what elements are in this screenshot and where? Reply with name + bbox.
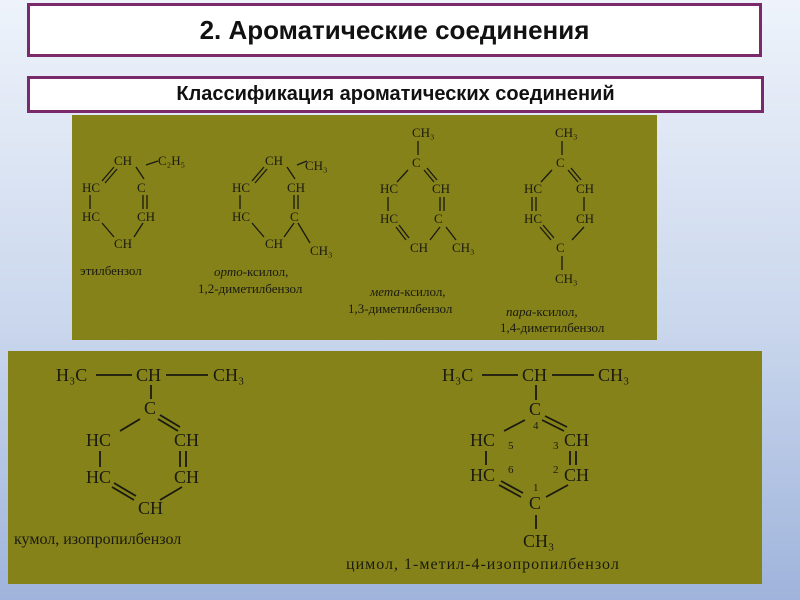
ortho-xylene-structure: CH CH₃ HC CH HC C CH CH₃ орто-ксилол, 1,… — [198, 153, 333, 296]
cymene-caption: цимол, 1-метил-4-изопропилбензол — [346, 556, 620, 573]
cymene-structure: H₃C CH CH₃ C 4 HC 5 3 CH HC 6 2 CH 1 C C… — [346, 365, 629, 573]
px-ch-upper: CH — [576, 181, 594, 196]
eb-c: C — [137, 180, 146, 195]
cumene-hc-upper: HC — [86, 430, 111, 450]
px-caption-line2: 1,4-диметилбензол — [500, 320, 605, 335]
cumene-ch3: CH₃ — [213, 365, 244, 385]
px-ch-lower: CH — [576, 211, 594, 226]
mx-ch3-bottom: CH₃ — [452, 240, 475, 255]
px-caption: пара-ксилол, — [506, 304, 578, 319]
ox-caption: орто-ксилол, — [214, 264, 288, 279]
meta-xylene-structure: CH₃ C HC CH HC C CH CH₃ мета-ксилол, 1,3… — [348, 125, 475, 316]
mx-caption: мета-ксилол, — [369, 284, 446, 299]
mx-hc-lower: HC — [380, 211, 398, 226]
slide-subtitle: Классификация ароматических соединений — [176, 83, 615, 105]
eb-caption: этилбензол — [80, 263, 142, 278]
eb-substituent: C₂H₅ — [158, 153, 185, 168]
px-c-bottom: C — [556, 240, 565, 255]
cumene-structure: H₃C CH CH₃ C HC CH HC CH CH кумол, изопр… — [14, 365, 244, 548]
top-structures-drawing: CH C₂H₅ HC C HC CH CH этилбензол CH CH₃ … — [80, 125, 605, 335]
ox-ch3-bottom: CH₃ — [310, 243, 333, 258]
eb-hc-lower: HC — [82, 209, 100, 224]
cymene-ch: CH — [522, 365, 547, 385]
cumene-caption: кумол, изопропилбензол — [14, 531, 181, 548]
mx-ch-bottom: CH — [410, 240, 428, 255]
cymene-num-3: 3 — [553, 440, 559, 452]
px-ch3-bottom: CH₃ — [555, 271, 578, 286]
eb-ch-top: CH — [114, 153, 132, 168]
para-xylene-structure: CH₃ C HC CH HC CH C CH₃ пара-ксилол, 1,4… — [500, 125, 605, 335]
mx-ch-upper: CH — [432, 181, 450, 196]
cymene-ch-upper: CH — [564, 430, 589, 450]
mx-ch3-top: CH₃ — [412, 125, 435, 140]
cymene-c-bottom: C — [529, 493, 541, 513]
top-structures-panel: CH C₂H₅ HC C HC CH CH этилбензол CH CH₃ … — [72, 115, 657, 340]
px-hc-lower: HC — [524, 211, 542, 226]
cumene-ch-upper: CH — [174, 430, 199, 450]
cymene-ch-lower: CH — [564, 465, 589, 485]
ox-ch-upper: CH — [287, 180, 305, 195]
cymene-num-2: 2 — [553, 464, 559, 476]
cymene-num-4: 4 — [533, 420, 539, 432]
cumene-hc-lower: HC — [86, 467, 111, 487]
cymene-ch3: CH₃ — [598, 365, 629, 385]
cymene-ch3-bottom: CH₃ — [523, 531, 554, 551]
cymene-h3c: H₃C — [442, 365, 473, 385]
ox-hc-lower: HC — [232, 209, 250, 224]
ethylbenzene-structure: CH C₂H₅ HC C HC CH CH этилбензол — [80, 153, 185, 278]
mx-c-top: C — [412, 155, 421, 170]
px-c-top: C — [556, 155, 565, 170]
title-box: 2. Ароматические соединения — [27, 3, 762, 57]
mx-caption-line2: 1,3-диметилбензол — [348, 301, 453, 316]
bottom-structures-panel: H₃C CH CH₃ C HC CH HC CH CH кумол, изопр… — [8, 351, 762, 584]
ox-ch3-top: CH₃ — [305, 158, 328, 173]
cymene-hc-lower: HC — [470, 465, 495, 485]
cumene-ch-bottom: CH — [138, 498, 163, 518]
ox-c: C — [290, 209, 299, 224]
bottom-structures-drawing: H₃C CH CH₃ C HC CH HC CH CH кумол, изопр… — [14, 365, 629, 573]
cumene-c-top: C — [144, 398, 156, 418]
ox-ch-top: CH — [265, 153, 283, 168]
ox-caption-line2: 1,2-диметилбензол — [198, 281, 303, 296]
px-hc-upper: HC — [524, 181, 542, 196]
px-ch3-top: CH₃ — [555, 125, 578, 140]
cumene-ch: CH — [136, 365, 161, 385]
mx-c-lower: C — [434, 211, 443, 226]
cumene-h3c: H₃C — [56, 365, 87, 385]
cymene-num-1: 1 — [533, 482, 539, 494]
mx-hc-upper: HC — [380, 181, 398, 196]
cymene-num-6: 6 — [508, 464, 514, 476]
eb-ch-right: CH — [137, 209, 155, 224]
subtitle-box: Классификация ароматических соединений — [27, 76, 764, 113]
cumene-ch-lower: CH — [174, 467, 199, 487]
cymene-num-5: 5 — [508, 440, 514, 452]
cymene-c-top: C — [529, 399, 541, 419]
slide-title: 2. Ароматические соединения — [199, 14, 590, 45]
eb-ch-bottom: CH — [114, 236, 132, 251]
eb-hc-upper: HC — [82, 180, 100, 195]
cymene-hc-upper: HC — [470, 430, 495, 450]
ox-hc-upper: HC — [232, 180, 250, 195]
ox-ch-bottom: CH — [265, 236, 283, 251]
